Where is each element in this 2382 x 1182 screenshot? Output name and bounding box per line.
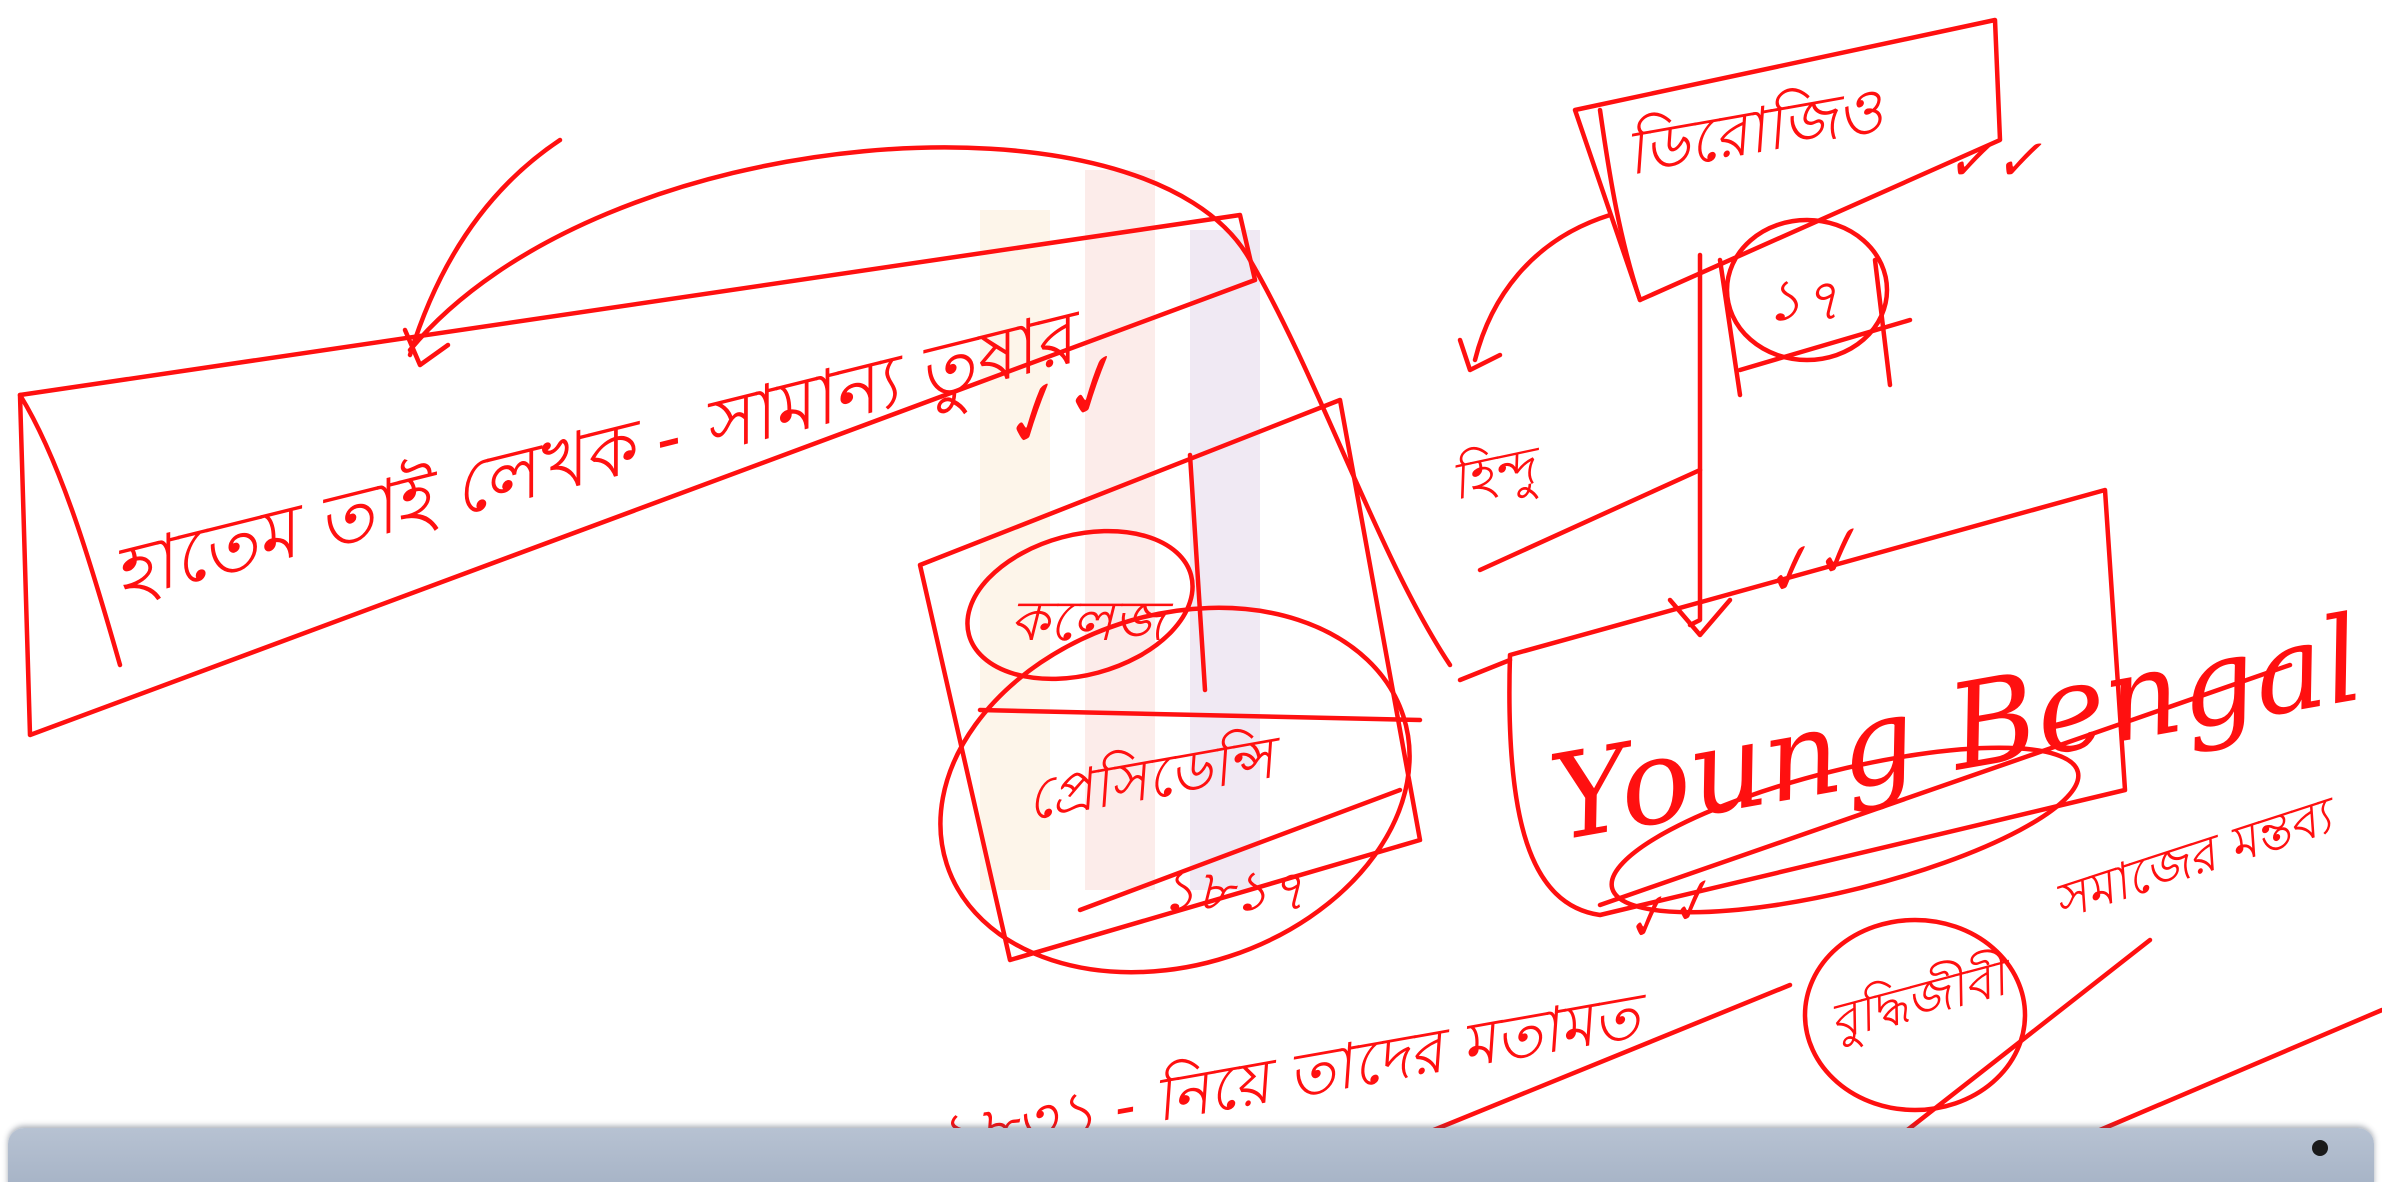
young-bengal-underline [1597, 662, 2293, 908]
center-table-divider [1187, 452, 1208, 693]
number-circle [1724, 217, 1890, 363]
center-circle-text: কলেজ [1010, 589, 1173, 654]
left-branch-curve [1472, 212, 1613, 363]
left-box-outline [17, 212, 1258, 738]
side-note-text: হিন্দু [1445, 433, 1550, 517]
center-bottom-text: ১৮১৭ [1160, 859, 1305, 924]
bottom-circle [1802, 917, 2028, 1113]
young-bengal-under-tick: ✓✓ [1613, 865, 1723, 958]
toolbar-control-dot[interactable] [2312, 1140, 2328, 1156]
bottom-circle-text: বুদ্ধিজীবী [1822, 944, 2022, 1054]
bottom-right-text: সমাজের মন্তব্য [2046, 784, 2347, 931]
bottom-right-line [2097, 1007, 2382, 1133]
number-circle-text: ১৭ [1765, 266, 1840, 334]
center-table-bottom-line [1077, 787, 1403, 913]
young-bengal-tick: ✓✓ [1750, 510, 1873, 614]
top-right-box-inner-stroke [1597, 107, 1643, 303]
top-right-box-tick: ✓✓ [1945, 126, 2042, 194]
top-right-box: ডিরোজিও ✓✓ ১৭ হিন্দু [1445, 17, 2042, 638]
young-bengal-ellipse [1609, 745, 2081, 915]
bottom-toolbar [8, 1128, 2374, 1182]
link-curve-to-young-bengal [407, 145, 1453, 668]
side-note-underline [1477, 467, 1703, 573]
young-bengal-outline [1507, 487, 2128, 918]
down-arrow-line [1687, 252, 1703, 628]
watermark-bar-orange [980, 210, 1050, 890]
arrow-head [402, 327, 451, 368]
watermark-bar-purple [1190, 230, 1260, 890]
left-box-inner-stroke [17, 392, 123, 668]
down-arrow-head [1667, 597, 1733, 638]
top-right-box-outline [1572, 17, 2003, 303]
center-table-text: প্রেসিডেন্সি [1021, 722, 1289, 834]
young-bengal-box: Young Bengal ✓✓ ✓✓ [1457, 487, 2372, 958]
number-side-lines [1717, 257, 1893, 398]
left-branch-arrow [1457, 337, 1503, 373]
left-box-text: হাতেম তাই লেখক - সামান্য তুষার [104, 292, 1097, 624]
young-bengal-connector [1457, 657, 1513, 683]
center-table-underline [977, 707, 1423, 723]
center-table-outline [917, 397, 1423, 963]
center-table: কলেজ প্রেসিডেন্সি ১৮১৭ [917, 397, 1423, 975]
left-heading-box: হাতেম তাই লেখক - সামান্য তুষার ✓✓ [17, 137, 1453, 738]
center-big-ellipse [938, 605, 1412, 975]
college-circle [965, 528, 1195, 682]
arrow-curve [407, 137, 563, 358]
